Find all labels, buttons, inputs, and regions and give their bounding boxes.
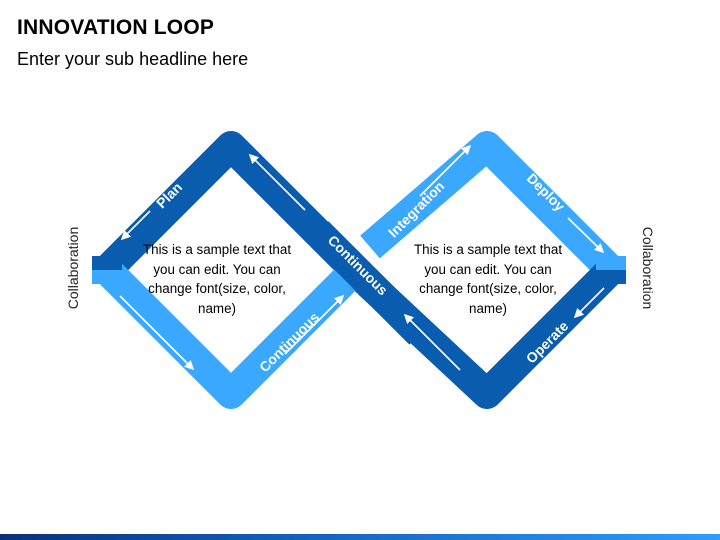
left-cap — [92, 256, 122, 270]
right-cap-dark — [596, 270, 626, 284]
page-subtitle: Enter your sub headline here — [17, 49, 249, 69]
left-cap-light — [92, 270, 122, 284]
right-loop-upper-segment — [360, 131, 622, 281]
page-title: INNOVATION LOOP — [17, 16, 215, 39]
collaboration-label-right: Collaboration — [640, 226, 656, 310]
collaboration-label-left: Collaboration — [65, 226, 81, 310]
crossing-band — [307, 221, 431, 345]
left-loop-text: This is a sample text that you can edit.… — [142, 242, 292, 316]
arrow-deploy — [567, 217, 605, 254]
arrow-continuous-up — [284, 294, 345, 355]
arrow-bottom-right-back — [403, 313, 461, 371]
right-cap — [596, 256, 626, 270]
left-loop-lower-segment — [96, 259, 356, 409]
right-loop-text: This is a sample text that you can edit.… — [413, 242, 563, 316]
arrow-operate — [573, 287, 605, 319]
arrow-bottom-left — [119, 295, 195, 371]
footer-bar — [0, 534, 720, 540]
arrow-top-left-back — [248, 153, 306, 211]
arrow-integration — [419, 144, 472, 197]
arrow-plan — [120, 210, 151, 241]
